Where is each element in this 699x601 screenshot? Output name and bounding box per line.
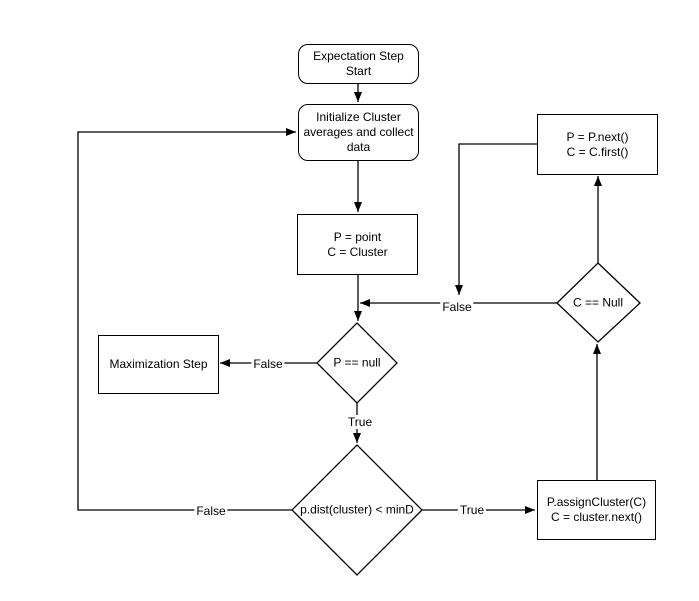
edge-label-false-p-null: False [251,357,285,371]
node-label-line: P.assignCluster(C) [546,495,647,509]
node-label-line: C = cluster.next() [550,510,643,524]
edge-label-false-dist: False [194,504,228,518]
node-label-line: P = point [333,229,382,244]
decision-p-null-label: P == null [333,355,381,370]
node-expectation-start: Expectation Step Start [298,44,419,84]
node-label-line: Start [345,64,372,78]
node-label-line: data [346,140,371,154]
decision-dist-shape [291,444,423,576]
node-p-point: P = point C = Cluster [297,214,418,275]
edge-dist-false-to-init [77,128,296,511]
node-label-line: C = C.first() [566,144,629,159]
node-label-line: P = P.next() [566,129,629,144]
edge-label-true-p-null: True [345,415,375,429]
node-label-line: averages and collect [303,125,414,139]
decision-p-null-shape [316,322,398,404]
edge-label-true-dist: True [457,503,487,517]
node-assign-cluster: P.assignCluster(C) C = cluster.next() [537,480,656,540]
decision-dist-label: p.dist(cluster) < minD [300,502,414,517]
decision-c-null-shape [556,262,641,343]
node-initialize-cluster: Initialize Cluster averages and collect … [298,104,419,161]
node-label-line: Expectation Step [313,49,404,63]
node-p-next: P = P.next() C = C.first() [537,114,658,175]
edge-p-next-to-false-junction [455,143,537,295]
decision-c-null-label: C == Null [572,295,624,310]
node-maximization-step: Maximization Step [98,335,219,394]
node-label-line: Maximization Step [109,357,208,371]
node-label-line: Initialize Cluster [316,110,401,124]
node-label-line: C = Cluster [327,244,388,259]
edge-label-false-c-null: False [440,300,474,314]
